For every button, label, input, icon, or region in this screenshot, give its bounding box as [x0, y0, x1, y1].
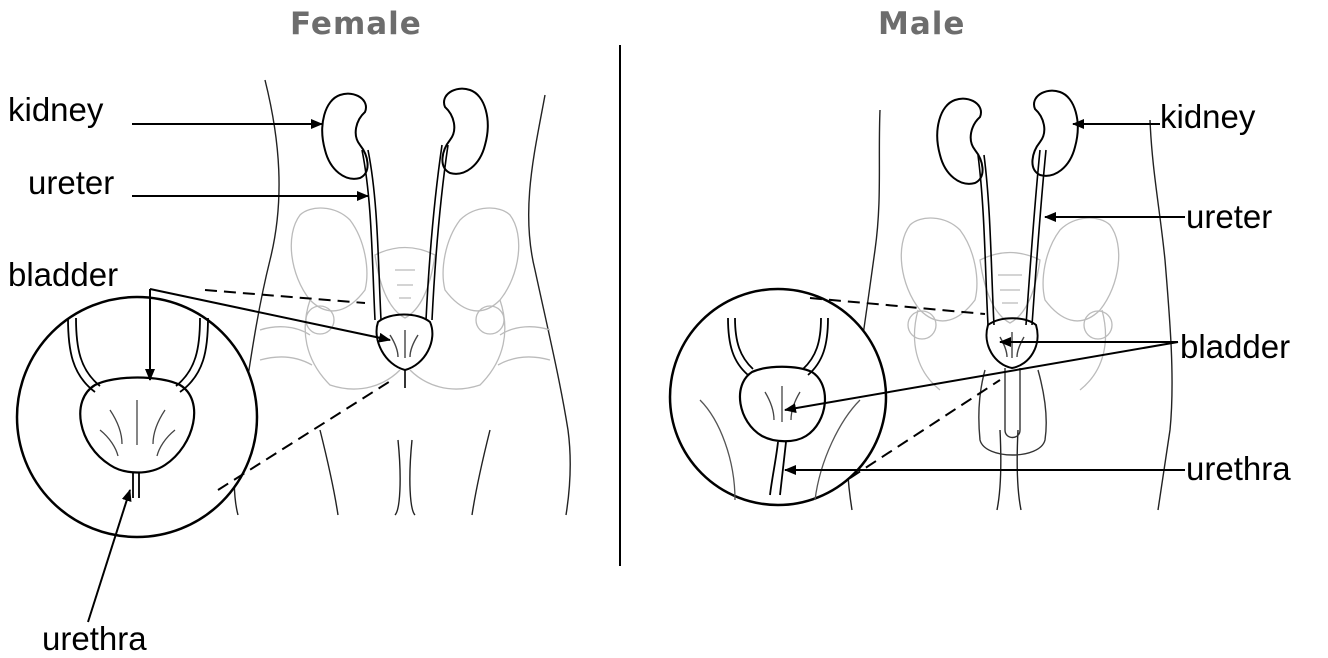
- female-heading: Female: [290, 6, 422, 42]
- male-bladder-label: bladder: [1180, 330, 1290, 363]
- male-zoom-callout: [670, 289, 1000, 505]
- male-figure: [847, 91, 1172, 510]
- female-bladder-label: bladder: [8, 258, 118, 291]
- female-figure: [234, 80, 570, 515]
- female-kidney-label: kidney: [8, 93, 103, 126]
- male-ureter-label: ureter: [1186, 200, 1272, 233]
- female-urethra-label: urethra: [42, 622, 147, 655]
- female-ureter-label: ureter: [28, 166, 114, 199]
- male-heading: Male: [878, 6, 965, 42]
- male-urethra-label: urethra: [1186, 452, 1291, 485]
- male-kidney-label: kidney: [1160, 100, 1255, 133]
